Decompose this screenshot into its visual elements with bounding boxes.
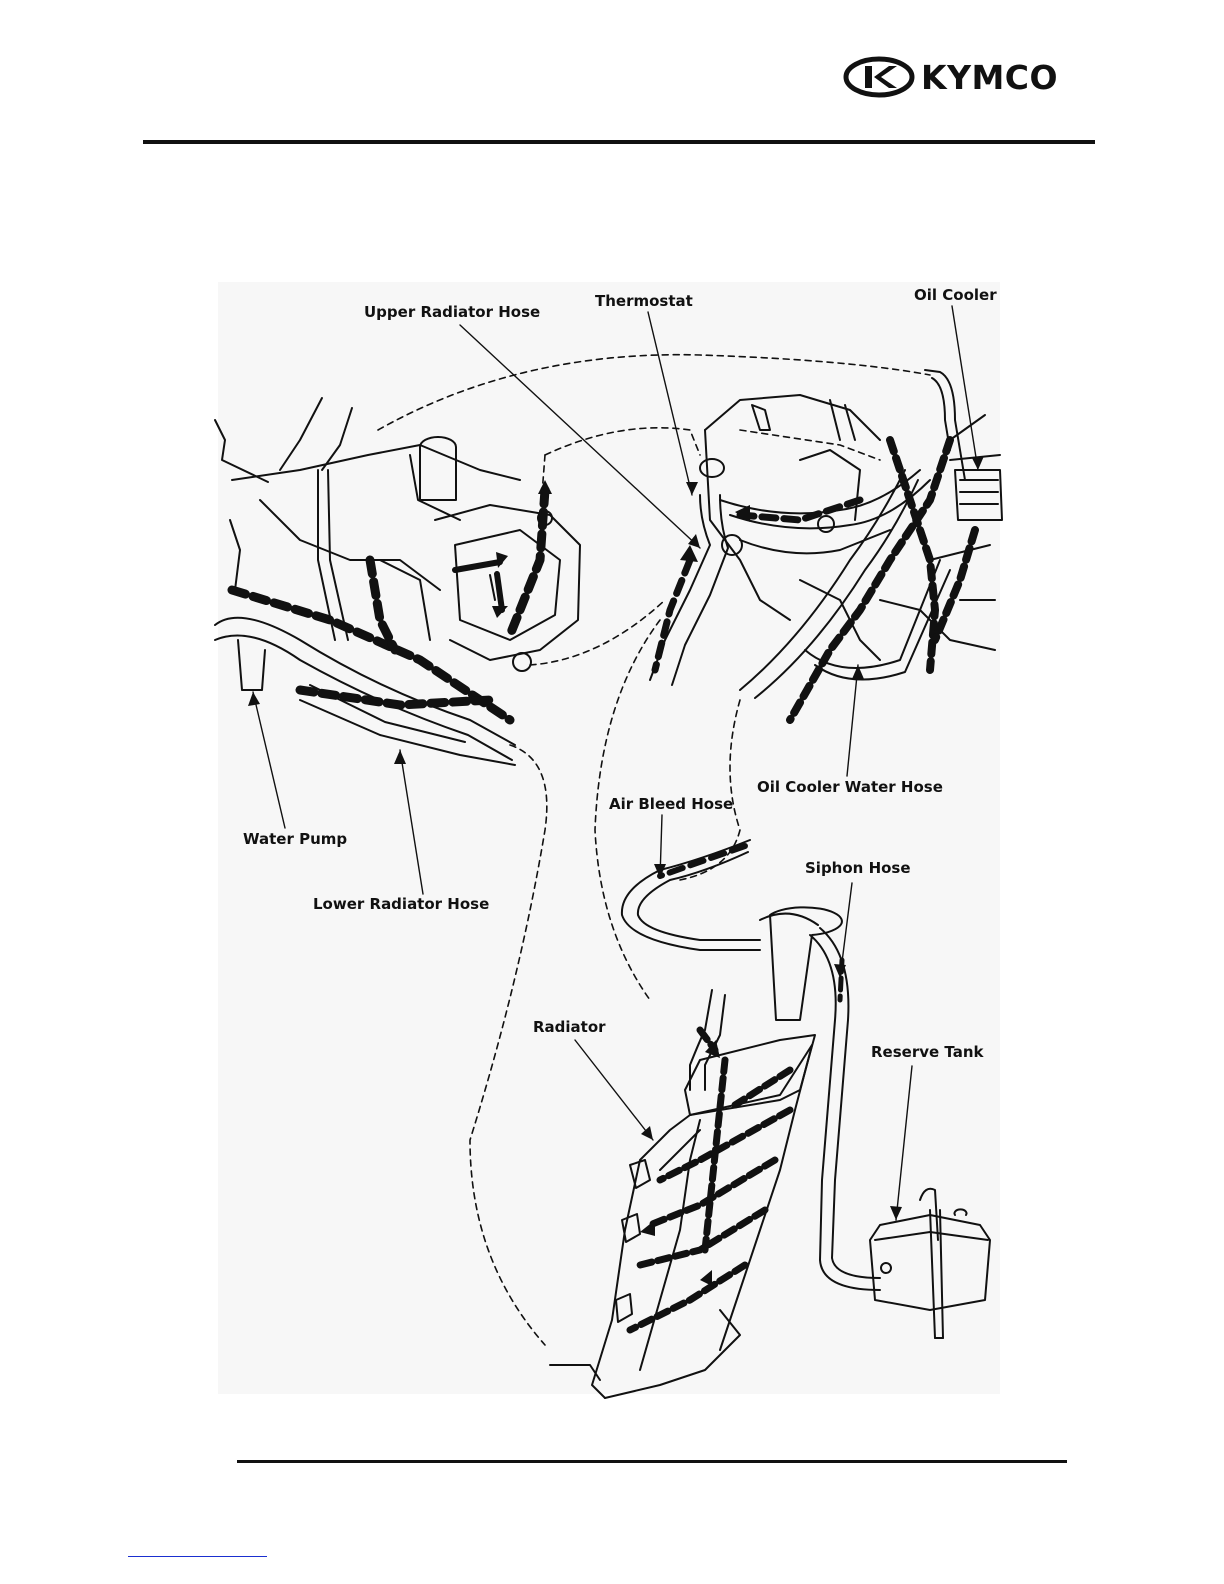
footer-link-underline[interactable] <box>128 1556 267 1557</box>
leader-lines <box>253 306 978 1220</box>
engine-flow-short-arrows <box>455 562 502 610</box>
label-air-bleed-hose: Air Bleed Hose <box>609 795 733 813</box>
air-bleed-hose <box>622 840 760 950</box>
label-upper-radiator-hose: Upper Radiator Hose <box>364 303 540 321</box>
label-water-pump: Water Pump <box>243 830 347 848</box>
label-siphon-hose: Siphon Hose <box>805 859 911 877</box>
radiator-body <box>550 907 842 1398</box>
label-oil-cooler: Oil Cooler <box>914 286 997 304</box>
engine-flow-arrows <box>232 490 545 720</box>
reserve-tank <box>870 1189 990 1338</box>
oil-cooler-pipes <box>925 370 1002 520</box>
label-reserve-tank: Reserve Tank <box>871 1043 983 1061</box>
label-oil-cooler-water-hose: Oil Cooler Water Hose <box>757 778 943 796</box>
label-thermostat: Thermostat <box>595 292 693 310</box>
label-lower-radiator-hose: Lower Radiator Hose <box>313 895 489 913</box>
footer-rule <box>237 1460 1067 1463</box>
siphon-hose <box>810 928 880 1290</box>
label-radiator: Radiator <box>533 1018 606 1036</box>
leader-arrowheads <box>248 456 984 1220</box>
engine-block <box>215 398 580 671</box>
